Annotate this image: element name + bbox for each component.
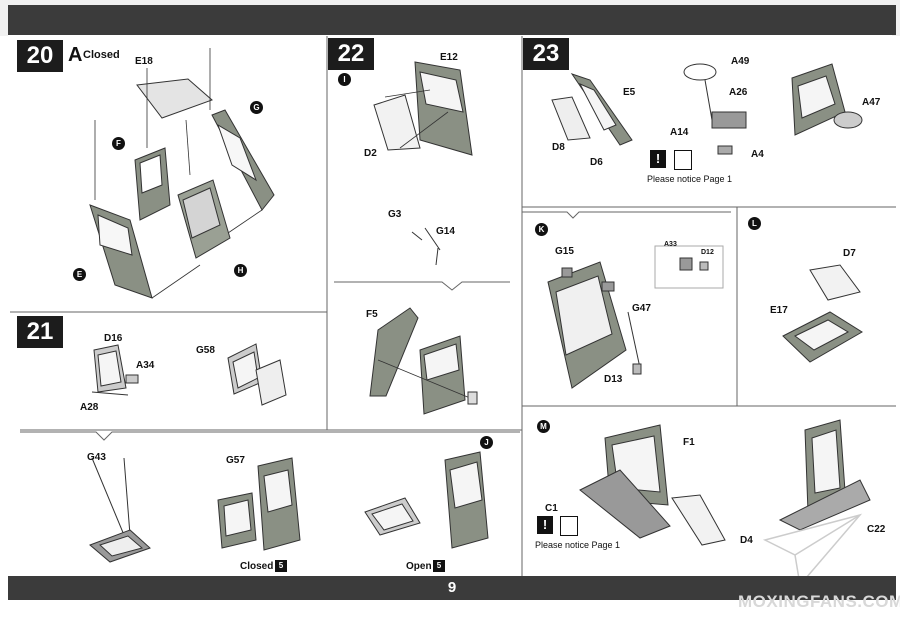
bubble-M: M: [537, 420, 550, 433]
header-band: [8, 5, 896, 35]
label-D16: D16: [104, 333, 123, 344]
label-G14: G14: [436, 226, 455, 237]
notice-box-icon: [674, 150, 692, 170]
notice-box-icon-2: [560, 516, 578, 536]
bubble-J: J: [480, 436, 493, 449]
label-D7: D7: [843, 248, 856, 259]
label-G3: G3: [388, 209, 402, 220]
step-20-variant-text: Closed: [83, 49, 120, 61]
label-C1: C1: [545, 503, 558, 514]
bubble-K: K: [535, 223, 548, 236]
label-D12: D12: [701, 249, 714, 256]
notice-text-1: Please notice Page 1: [647, 174, 733, 184]
step-21-badge: 21: [17, 316, 63, 348]
step-23-badge: 23: [523, 38, 569, 70]
closed-caption: Closed: [240, 561, 274, 572]
label-A4: A4: [751, 149, 764, 160]
label-E5: E5: [623, 87, 636, 98]
stepL-panel: [782, 264, 863, 363]
step-20-badge: 20: [17, 40, 63, 72]
label-A49: A49: [731, 56, 750, 67]
label-A26: A26: [729, 87, 748, 98]
page-number: 9: [8, 576, 896, 600]
step20-guides: [94, 48, 263, 299]
step-22-badge: 22: [328, 38, 374, 70]
label-E17: E17: [770, 305, 788, 316]
label-G57: G57: [226, 455, 245, 466]
label-A33: A33: [664, 241, 677, 248]
step21-parts: [89, 343, 489, 563]
closed-mark-icon: 5: [275, 560, 287, 572]
open-mark-icon: 5: [433, 560, 445, 572]
step22-door: [373, 61, 473, 266]
label-F1: F1: [683, 437, 695, 448]
label-D6: D6: [590, 157, 603, 168]
step20-parts: [89, 78, 275, 299]
step22-frame: [369, 307, 478, 415]
watermark-logo: [762, 513, 863, 587]
notice-text-2: Please notice Page 1: [535, 540, 621, 550]
label-E18: E18: [135, 56, 153, 67]
open-caption: Open: [406, 561, 432, 572]
label-G15: G15: [555, 246, 574, 257]
bubble-G: G: [250, 101, 263, 114]
label-G43: G43: [87, 452, 106, 463]
bubble-E: E: [73, 268, 86, 281]
label-G58: G58: [196, 345, 215, 356]
warning-icon-2: !: [537, 516, 553, 534]
step23-parts: [551, 63, 863, 155]
label-D8: D8: [552, 142, 565, 153]
stepK-door: [547, 245, 724, 389]
watermark: MOXINGFANS.COM: [738, 592, 900, 611]
bubble-F: F: [112, 137, 125, 150]
label-A14: A14: [670, 127, 689, 138]
label-D4: D4: [740, 535, 753, 546]
label-A47: A47: [862, 97, 881, 108]
step-20-variant-letter: A: [68, 44, 83, 66]
stepM-parts: [579, 419, 871, 546]
label-A28: A28: [80, 402, 99, 413]
bubble-I: I: [338, 73, 351, 86]
warning-icon: !: [650, 150, 666, 168]
label-C22: C22: [867, 524, 886, 535]
label-E12: E12: [440, 52, 458, 63]
bubble-L: L: [748, 217, 761, 230]
bubble-H: H: [234, 264, 247, 277]
section-dividers: [10, 36, 896, 576]
label-A34: A34: [136, 360, 155, 371]
label-D13: D13: [604, 374, 623, 385]
label-G47: G47: [632, 303, 651, 314]
label-D2: D2: [364, 148, 377, 159]
label-F5: F5: [366, 309, 378, 320]
